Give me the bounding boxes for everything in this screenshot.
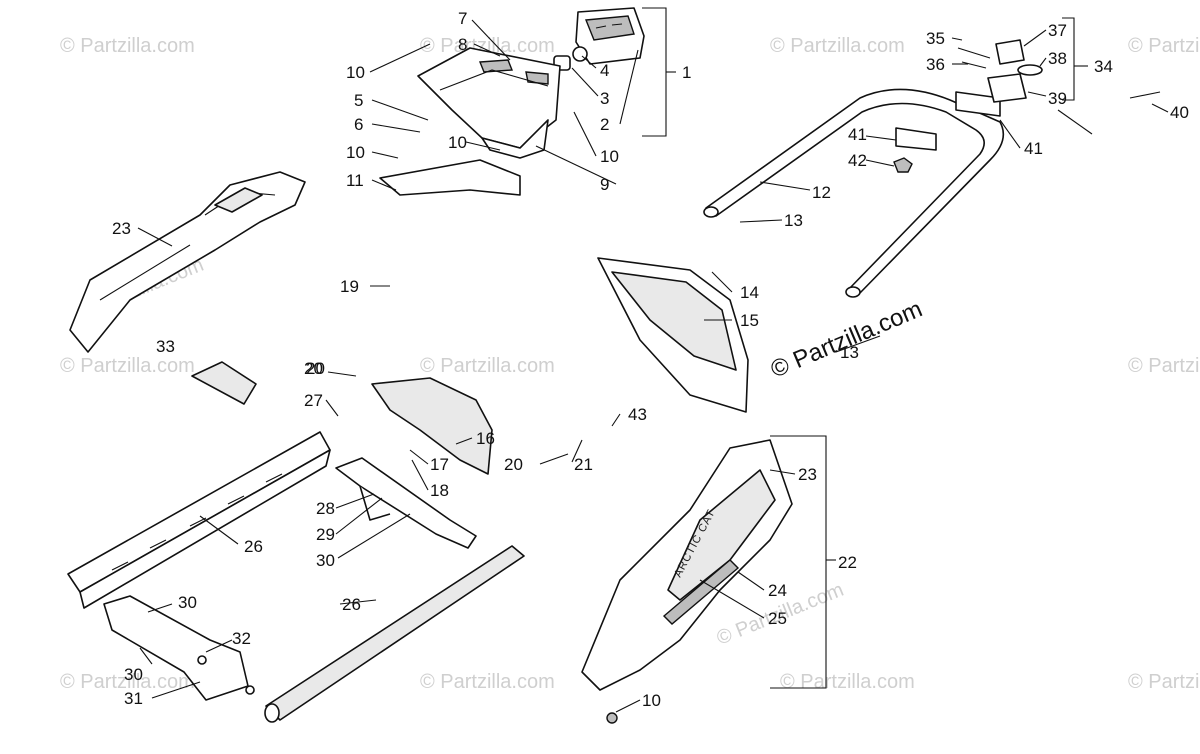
center-bracket xyxy=(335,457,477,549)
hitch-assembly xyxy=(957,39,1043,103)
watermark: © Partzilla.com xyxy=(1128,35,1200,57)
watermark: © Partzilla.com xyxy=(60,671,195,693)
watermark: © Partzilla.com xyxy=(60,35,195,57)
callout: 24 xyxy=(768,581,787,600)
left-side-panel xyxy=(69,171,306,353)
callout: 2 xyxy=(600,115,609,134)
watermark: © Partzilla.com xyxy=(420,35,555,57)
callout-layer: 1 2 3 4 5 6 7 8 9 10 11 12 13 14 15 16 1… xyxy=(112,9,1189,710)
taillight-housing xyxy=(575,7,645,65)
callout: 5 xyxy=(354,91,363,110)
watermark: © Partzilla.com xyxy=(420,355,555,377)
callout: 32 xyxy=(232,629,251,648)
callout: 30 xyxy=(316,551,335,570)
callout: 41 xyxy=(1024,139,1043,158)
callout: 4 xyxy=(600,61,609,80)
watermark: © Partzilla.com xyxy=(420,671,555,693)
callout: 26 xyxy=(244,537,263,556)
callout: 13 xyxy=(784,211,803,230)
callout: 3 xyxy=(600,89,609,108)
callout: 26 xyxy=(342,595,361,614)
callout: 14 xyxy=(740,283,759,302)
callout: 39 xyxy=(1048,89,1067,108)
callout: 18 xyxy=(430,481,449,500)
right-channel-rail xyxy=(264,545,525,723)
lower-bracket xyxy=(103,595,255,701)
callout: 43 xyxy=(628,405,647,424)
callout: 30 xyxy=(178,593,197,612)
callout: 10 xyxy=(642,691,661,710)
callout: 19 xyxy=(340,277,359,296)
long-bolt xyxy=(1129,91,1161,99)
rail-brackets xyxy=(895,91,1001,151)
callout: 15 xyxy=(740,311,759,330)
callout: 12 xyxy=(812,183,831,202)
callout: 11 xyxy=(346,171,364,190)
watermark: © Partzilla.com xyxy=(1128,671,1200,693)
callout: 28 xyxy=(316,499,335,518)
callout: 22 xyxy=(838,553,857,572)
callout: 10 xyxy=(448,133,467,152)
callout: 34 xyxy=(1094,57,1113,76)
nut xyxy=(893,157,913,173)
callout: 1 xyxy=(682,63,691,82)
watermark: © Partzilla.com xyxy=(770,35,905,57)
callout: 20 xyxy=(306,359,325,378)
flap-piece xyxy=(379,159,521,196)
watermark: © Partzilla.com xyxy=(60,355,195,377)
callout: 7 xyxy=(458,9,467,28)
callout: 40 xyxy=(1170,103,1189,122)
callout: 6 xyxy=(354,115,363,134)
callout: 33 xyxy=(156,337,175,356)
small-cover xyxy=(191,361,257,405)
parts-layer: ARCTIC CAT xyxy=(67,7,1161,724)
callout: 20 xyxy=(504,455,523,474)
rear-bumper-rail xyxy=(703,88,1005,298)
callout: 23 xyxy=(112,219,131,238)
callout: 9 xyxy=(600,175,609,194)
callout: 8 xyxy=(458,35,467,54)
left-channel-rail xyxy=(67,431,331,609)
callout: 30 xyxy=(124,665,143,684)
callout: 23 xyxy=(798,465,817,484)
watermark: © Partzilla.com xyxy=(1128,355,1200,377)
callout: 16 xyxy=(476,429,495,448)
rear-flap-panel xyxy=(597,257,749,413)
callout: 31 xyxy=(124,689,143,708)
callout: 13 xyxy=(840,343,859,362)
bolt xyxy=(606,712,618,724)
callout: 17 xyxy=(430,455,449,474)
callout: 10 xyxy=(600,147,619,166)
brand-watermark: © Partzilla.com xyxy=(767,295,926,383)
callout: 10 xyxy=(346,143,365,162)
callout: 27 xyxy=(304,391,323,410)
callout: 38 xyxy=(1048,49,1067,68)
right-side-panel: ARCTIC CAT xyxy=(581,439,793,691)
callout: 41 xyxy=(848,125,867,144)
callout: 21 xyxy=(574,455,593,474)
callout: 35 xyxy=(926,29,945,48)
reflector-flap xyxy=(371,377,493,475)
callout: 37 xyxy=(1048,21,1067,40)
callout: 29 xyxy=(316,525,335,544)
callout: 10 xyxy=(346,63,365,82)
leader-lines xyxy=(137,7,1169,713)
watermark: © Partzilla.com xyxy=(780,671,915,693)
callout: 25 xyxy=(768,609,787,628)
callout: 36 xyxy=(926,55,945,74)
callout: 20 xyxy=(304,359,323,378)
callout: 42 xyxy=(848,151,867,170)
